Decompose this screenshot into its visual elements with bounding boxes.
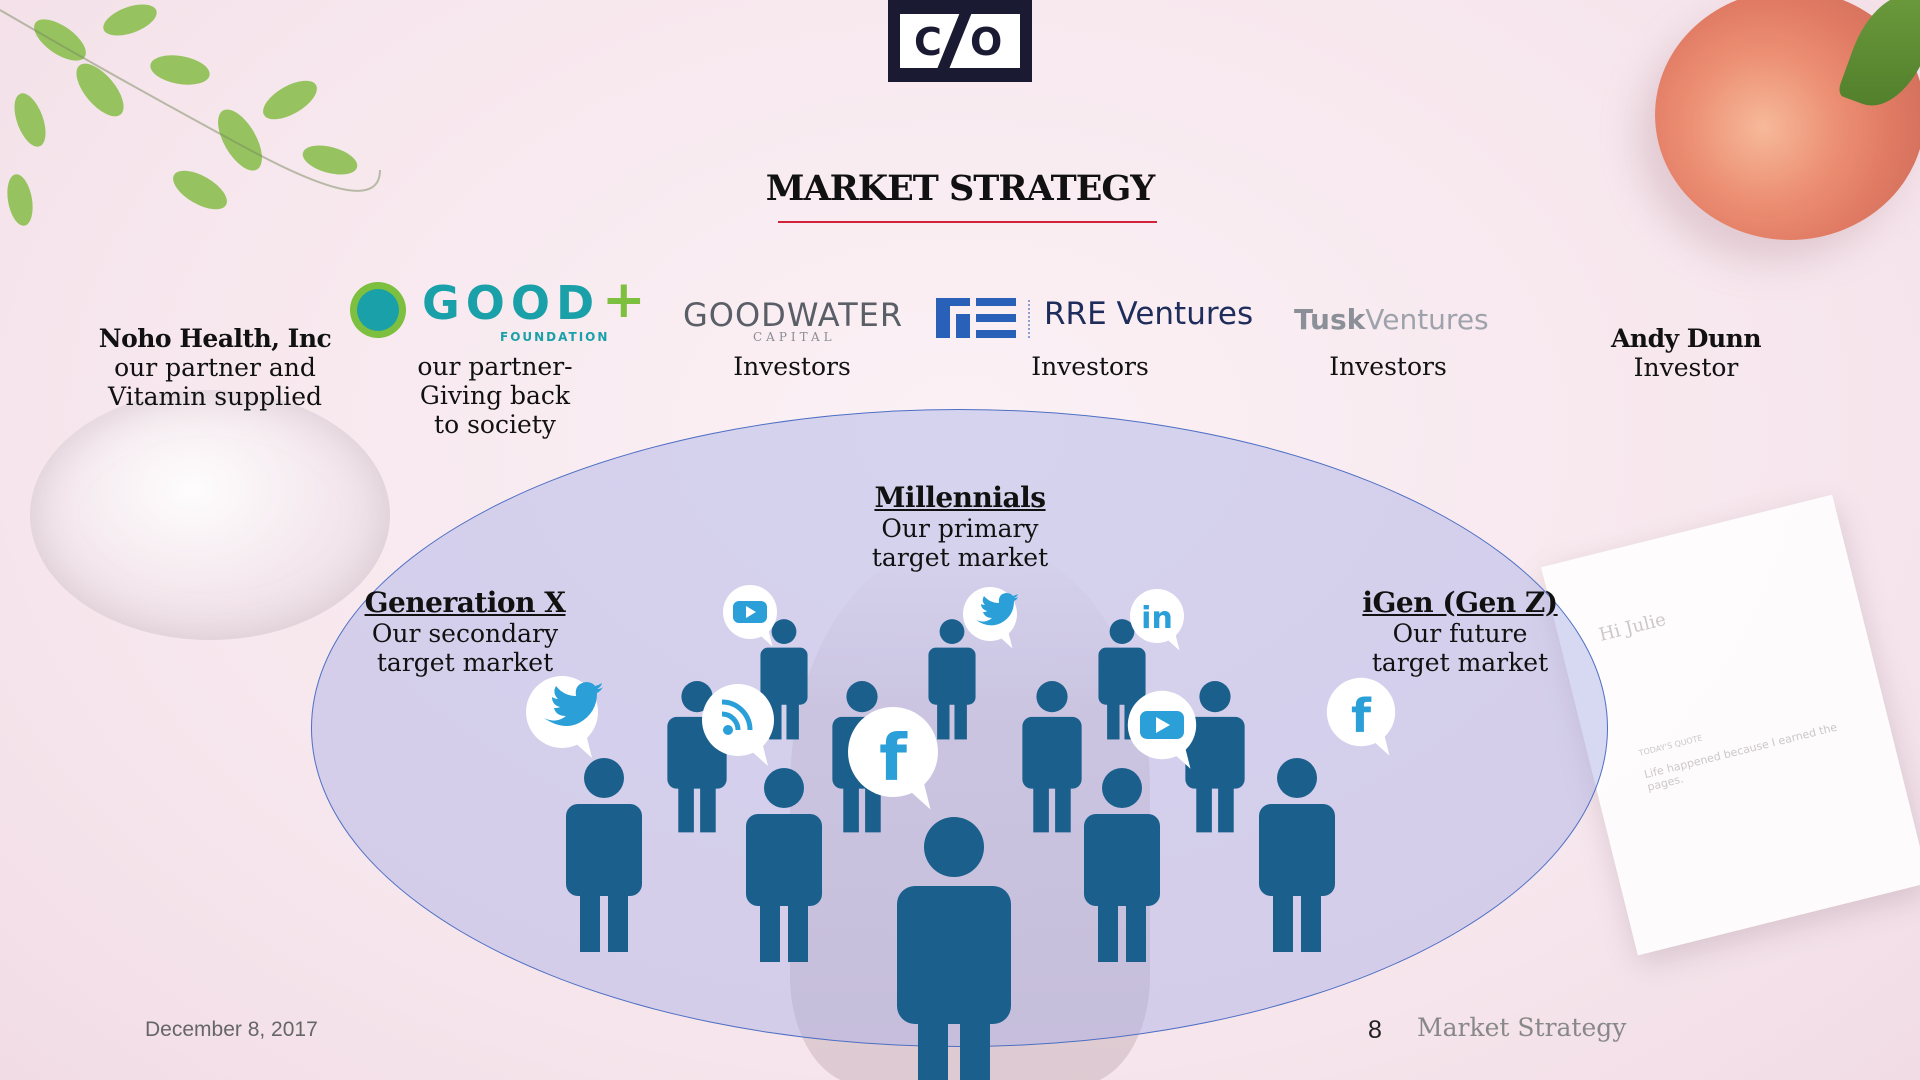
footer-date: December 8, 2017	[145, 1018, 318, 1041]
partner-line: to society	[434, 410, 556, 439]
segment-generation-x: Generation X Our secondary target market	[335, 586, 595, 678]
page-number: 8	[1368, 1016, 1382, 1044]
partner-line: Investors	[1031, 352, 1149, 381]
leaves-decoration	[0, 4, 381, 226]
partner-good-foundation: our partner- Giving back to society	[370, 352, 620, 439]
partner-tusk: Investors	[1258, 352, 1518, 381]
goodwater-logo-word: GOODWATER	[683, 296, 904, 334]
segment-name: Millennials	[874, 481, 1046, 514]
tusk-logo-light: Ventures	[1365, 303, 1489, 336]
partner-andy-dunn: Andy Dunn Investor	[1556, 324, 1816, 382]
tusk-ventures-logo: TuskVentures	[1294, 303, 1514, 343]
logo-letter-o: O	[970, 20, 1003, 64]
svg-text:f: f	[879, 722, 908, 796]
svg-text:f: f	[1351, 689, 1372, 743]
partner-name: Noho Health, Inc	[98, 324, 332, 353]
segment-name: iGen (Gen Z)	[1362, 586, 1558, 619]
segment-line: Our primary	[881, 514, 1039, 543]
partner-line: Investors	[1329, 352, 1447, 381]
person-figure	[1259, 758, 1335, 952]
footer-section-title: Market Strategy	[1417, 1013, 1627, 1042]
linkedin-icon: in	[1130, 589, 1184, 651]
partner-noho: Noho Health, Inc our partner and Vitamin…	[90, 324, 340, 411]
page-title: MARKET STRATEGY	[765, 168, 1156, 209]
partner-line: our partner-	[417, 352, 573, 381]
segment-line: Our future	[1392, 619, 1528, 648]
partner-goodwater: Investors	[662, 352, 922, 381]
segment-igen: iGen (Gen Z) Our future target market	[1330, 586, 1590, 678]
person-figure	[1022, 681, 1082, 833]
partner-line: Investors	[733, 352, 851, 381]
partner-line: Vitamin supplied	[107, 382, 323, 411]
good-foundation-logo: GOOD + FOUNDATION	[350, 270, 650, 350]
rre-mark-icon	[936, 298, 1016, 338]
person-figure	[1084, 768, 1160, 962]
segment-line: target market	[1371, 648, 1549, 677]
goodwater-logo-sub: CAPITAL	[753, 330, 836, 344]
segment-line: target market	[871, 543, 1049, 572]
partner-line: Investor	[1633, 353, 1739, 382]
twitter-icon	[526, 676, 603, 758]
good-logo-plus: +	[602, 270, 646, 330]
title-underline	[778, 221, 1157, 223]
glass-bowl-decoration	[30, 390, 390, 640]
person-figure	[1185, 681, 1245, 833]
person-figure	[746, 768, 822, 962]
svg-text:in: in	[1141, 601, 1173, 636]
company-logo: C O	[888, 0, 1032, 82]
goodwater-logo: GOODWATER CAPITAL	[683, 296, 913, 346]
logo-letter-c: C	[914, 20, 942, 64]
good-logo-sub: FOUNDATION	[500, 330, 610, 344]
facebook-icon: f	[848, 707, 938, 810]
rre-separator	[1028, 300, 1030, 338]
segment-line: target market	[376, 648, 554, 677]
rre-ventures-logo: RRE Ventures	[936, 296, 1256, 342]
segment-name: Generation X	[364, 586, 566, 619]
facebook-icon: f	[1326, 677, 1396, 756]
person-figure	[566, 758, 642, 952]
partner-name: Andy Dunn	[1611, 324, 1762, 353]
partner-line: Giving back	[419, 381, 571, 410]
youtube-icon	[723, 585, 777, 647]
segment-line: Our secondary	[371, 619, 559, 648]
segment-millennials: Millennials Our primary target market	[810, 481, 1110, 573]
partner-line: our partner and	[114, 353, 316, 382]
twitter-icon	[963, 587, 1018, 649]
tusk-logo-bold: Tusk	[1294, 303, 1366, 336]
youtube-icon	[1127, 690, 1197, 769]
person-figure	[897, 817, 1011, 1080]
person-figure	[928, 619, 976, 740]
rre-logo-word: RRE Ventures	[1044, 296, 1254, 332]
good-logo-word: GOOD	[422, 276, 601, 330]
rss-icon	[702, 684, 774, 766]
partner-rre: Investors	[960, 352, 1220, 381]
